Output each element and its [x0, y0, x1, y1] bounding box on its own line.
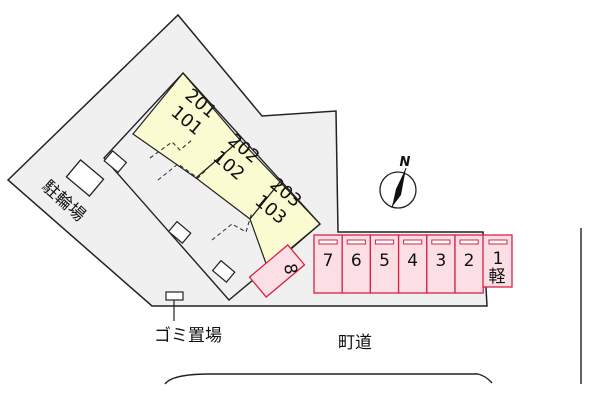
parking-space-7: 7 [313, 234, 343, 294]
garbage-area: ゴミ置場 [154, 291, 222, 346]
apartment-building: 201 101 202 102 203 103 [103, 71, 322, 301]
entrance-box [103, 150, 128, 174]
parking-number-5: 5 [379, 251, 390, 271]
parking-number-3: 3 [435, 251, 446, 271]
parking-space-4: 4 [397, 234, 428, 294]
compass-north-label: N [400, 155, 411, 170]
parking-number-8: 8 [279, 262, 301, 276]
parking-number-1: 1 [493, 249, 504, 269]
parking-number-6: 6 [351, 251, 362, 271]
parking-space-1: 1 軽 [482, 234, 513, 288]
parking-number-2: 2 [464, 251, 475, 271]
entrance-box [211, 259, 236, 283]
bicycle-parking-area [65, 159, 105, 197]
parking-space-8: 8 [248, 244, 306, 298]
parking-space-3: 3 [426, 234, 456, 294]
parking-space-5: 5 [369, 234, 400, 294]
road-edge [164, 373, 493, 385]
parking-number-7: 7 [323, 251, 334, 271]
garbage-area-label: ゴミ置場 [154, 325, 222, 346]
kei-car-label: 軽 [489, 267, 506, 287]
parking-number-4: 4 [407, 251, 418, 271]
parking-space-6: 6 [341, 234, 372, 294]
road-label: 町道 [338, 333, 372, 353]
parking-space-2: 2 [454, 234, 484, 294]
entrance-box [167, 220, 192, 244]
unit-block-1: 201 101 [132, 72, 241, 179]
north-compass: N [379, 155, 417, 209]
